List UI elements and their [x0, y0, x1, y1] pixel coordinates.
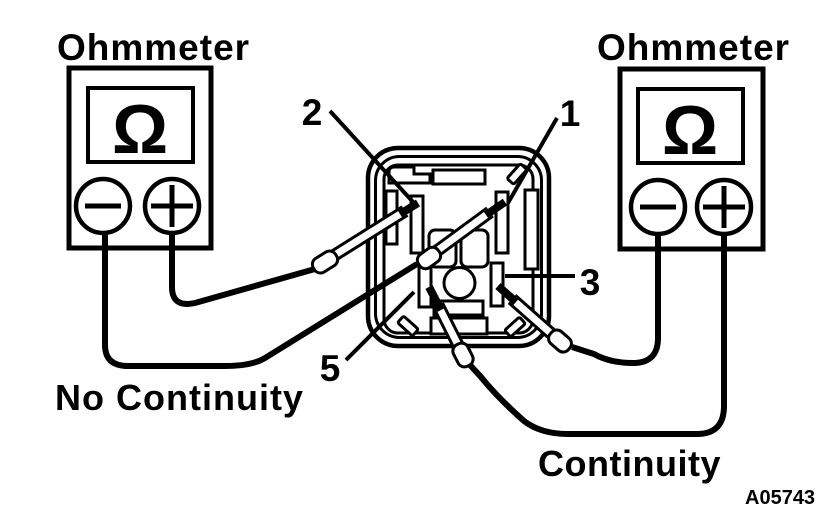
left-ohm-symbol: Ω: [112, 90, 168, 168]
right-negative-lead-wire: [571, 232, 661, 367]
test-lead-wires: [102, 231, 727, 437]
probe-5-tip: [425, 285, 445, 312]
bottom-left-key-slot: [396, 315, 420, 337]
right-side-slot: [523, 188, 540, 271]
left-result-label: No Continuity: [55, 377, 304, 418]
right-result-label: Continuity: [538, 443, 721, 484]
terminal-2-label: 2: [302, 92, 323, 133]
bottom-right-key-slot: [503, 316, 527, 338]
leader-terminal-2: [328, 109, 415, 204]
right-meter-title: Ohmmeter: [597, 27, 790, 68]
top-right-key-slot: [506, 162, 528, 186]
probe-5-collar: [451, 341, 475, 369]
terminal-1-label: 1: [560, 93, 581, 134]
callout-leaders: [328, 109, 575, 362]
probe-3-tip: [495, 283, 519, 305]
probe-terminal-2: [310, 199, 421, 275]
text-labels: Ohmmeter Ohmmeter 2 1 5 3 No Continuity …: [55, 27, 815, 507]
probe-1-tip: [483, 198, 508, 219]
top-left-notch: [387, 165, 432, 185]
terminal-2-slot: [409, 194, 425, 255]
center-guide-hole: [442, 266, 477, 300]
top-center-slot: [431, 168, 487, 186]
probe-terminal-3: [495, 283, 573, 354]
probe-2-collar: [310, 249, 340, 275]
right-ohm-symbol: Ω: [662, 91, 718, 169]
right-ohmmeter: Ω: [617, 66, 766, 252]
left-ohmmeter: Ω: [66, 65, 214, 251]
probe-3-collar: [547, 328, 573, 354]
probe-2-tip: [397, 199, 421, 218]
figure-code: A05743: [745, 487, 815, 507]
leader-terminal-5: [344, 290, 416, 362]
terminal-3-slot: [489, 261, 505, 308]
terminal-3-label: 3: [580, 262, 601, 303]
left-negative-lead-wire: [102, 231, 419, 369]
terminal-5-label: 5: [320, 348, 341, 389]
probe-terminal-1: [415, 198, 508, 271]
right-meter-display: [636, 87, 745, 165]
left-positive-lead-wire: [169, 231, 316, 307]
probe-terminal-5: [425, 285, 475, 369]
probe-1-collar: [415, 245, 443, 271]
leader-terminal-1: [506, 117, 559, 204]
left-meter-display: [86, 86, 195, 164]
right-positive-lead-wire: [467, 232, 727, 437]
test-probes: [310, 198, 573, 369]
left-meter-title: Ohmmeter: [57, 27, 250, 68]
